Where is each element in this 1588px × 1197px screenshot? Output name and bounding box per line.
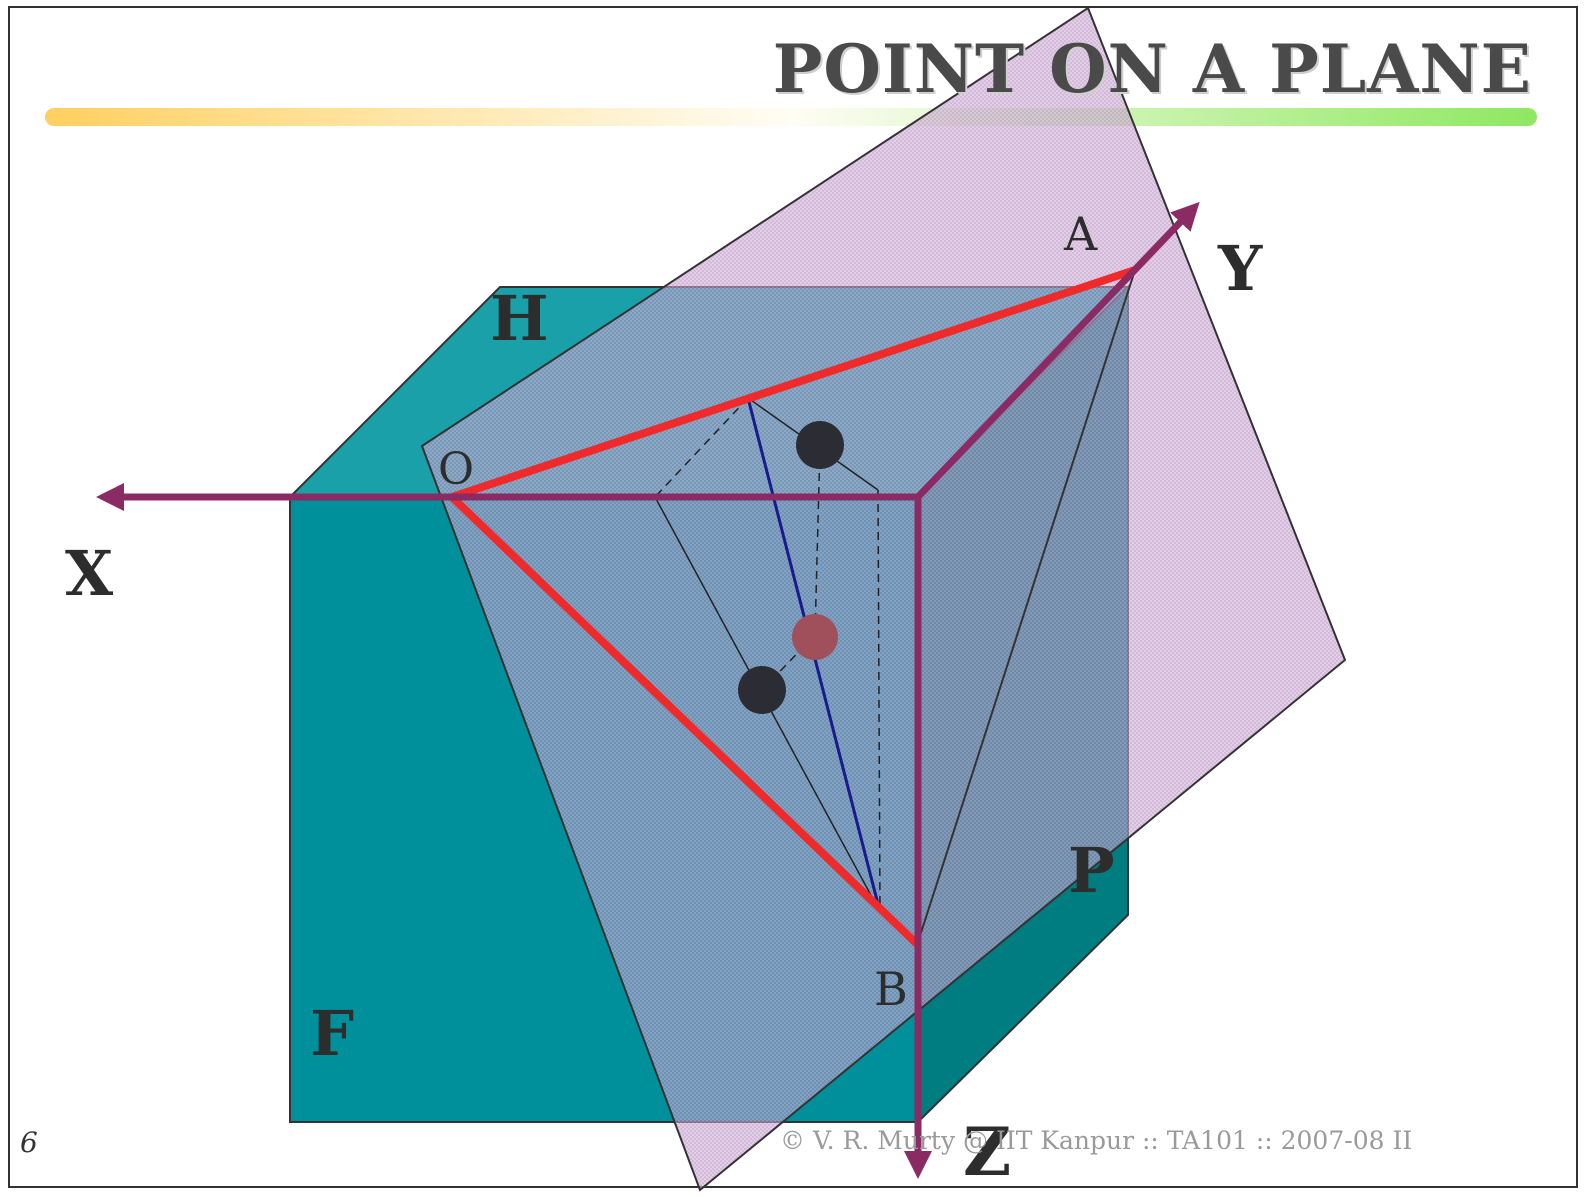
slide-frame	[8, 6, 1578, 1188]
axis-x-label: X	[65, 537, 114, 610]
origin-label: O	[438, 444, 474, 495]
point-on-plane	[792, 614, 838, 660]
trace-ob	[449, 494, 921, 948]
point-b-label: B	[874, 962, 908, 1016]
footer-credit: © V. R. Murty @ IIT Kanpur :: TA101 :: 2…	[780, 1126, 1413, 1155]
trace-ab	[917, 269, 1136, 943]
projector-dashed-2	[814, 444, 821, 636]
axis-y-label: Y	[1217, 232, 1263, 305]
axis-z-label: Z	[963, 1113, 1011, 1191]
plane-p	[420, 6, 1347, 1192]
point-front-view	[738, 666, 786, 714]
trace-oa	[450, 266, 1137, 501]
header-gradient-bar	[45, 108, 1537, 126]
projector-dashed-3	[877, 489, 881, 913]
point-top-view	[796, 421, 844, 469]
plane-f-label: F	[310, 997, 354, 1070]
axis-y	[915, 201, 1200, 500]
slide-title: POINT ON A PLANE	[772, 30, 1532, 108]
page-number: 6	[20, 1126, 38, 1159]
plane-h-label: H	[490, 282, 549, 355]
point-a-label: A	[1063, 207, 1098, 261]
plane-p-label: P	[1068, 834, 1115, 907]
projector-dashed-1	[654, 397, 749, 498]
